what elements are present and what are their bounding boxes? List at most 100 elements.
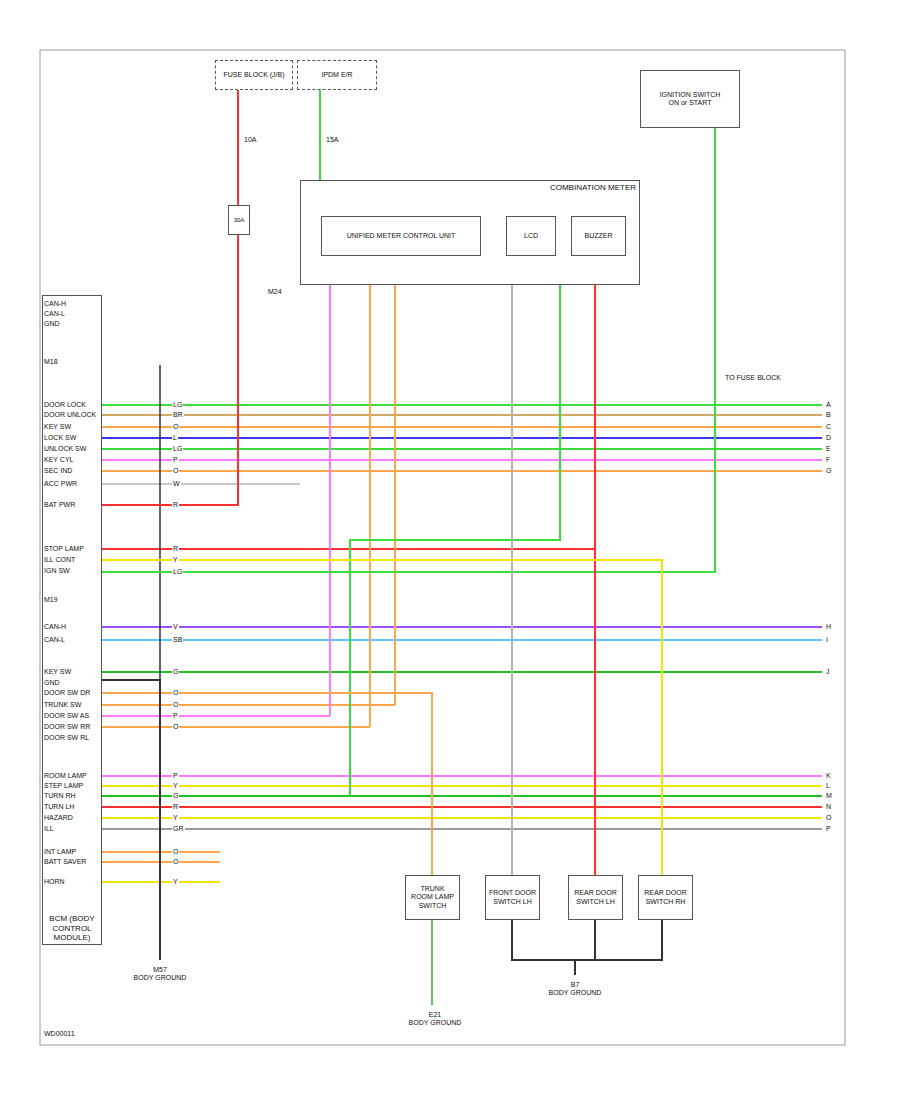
connector-letter: O <box>826 814 838 822</box>
ignition-switch: IGNITION SWITCHON or START <box>640 70 740 128</box>
note: M24 <box>268 288 296 296</box>
pin-name: CAN-L <box>44 636 100 644</box>
connector-letter: C <box>826 423 838 431</box>
wire-color: V <box>172 623 179 631</box>
wire <box>102 483 300 485</box>
pin-name: INT LAMP <box>44 848 100 856</box>
pin-name: STEP LAMP <box>44 782 100 790</box>
pin-name: ILL CONT <box>44 556 100 564</box>
wire-color: P <box>172 456 179 464</box>
wire <box>102 817 822 819</box>
connector-letter: I <box>826 636 838 644</box>
wire <box>575 920 595 975</box>
pin-name: KEY SW <box>44 668 100 676</box>
wire <box>102 639 822 641</box>
connector-letter: J <box>826 668 838 676</box>
pin-name: DOOR SW AS <box>44 712 100 720</box>
connector-letter: M <box>826 792 838 800</box>
door-switch: TRUNK ROOM LAMP SWITCH <box>405 875 460 920</box>
fuse-block: FUSE BLOCK (J/B) <box>215 60 293 90</box>
wire-color: O <box>172 423 179 431</box>
wire <box>102 828 822 830</box>
pin-name: TURN RH <box>44 792 100 800</box>
wire-color: R <box>172 803 179 811</box>
wire <box>102 626 822 628</box>
wire-color: O <box>172 467 179 475</box>
wire-color: L <box>172 434 178 442</box>
wire-color: R <box>172 545 179 553</box>
pin-name: DOOR SW RL <box>44 734 100 742</box>
node-text: BODY GROUND <box>123 974 197 982</box>
control-module: BCM (BODY CONTROL MODULE) <box>42 295 102 945</box>
node-text: BUZZER <box>575 232 622 240</box>
wire <box>319 90 321 180</box>
ground-point: E21BODY GROUND <box>400 1005 470 1033</box>
connector-letter: K <box>826 772 838 780</box>
wire <box>512 920 575 975</box>
wire <box>102 693 432 875</box>
wire-color: R <box>172 501 179 509</box>
node-text: BCM (BODY CONTROL MODULE) <box>46 914 98 942</box>
node-text: 30A <box>232 217 246 224</box>
wire <box>237 90 239 205</box>
wire-color: P <box>172 712 179 720</box>
door-switch: REAR DOOR SWITCH RH <box>638 875 693 920</box>
pin-name: BAT PWR <box>44 501 100 509</box>
node-text: COMBINATION METER <box>304 183 636 192</box>
pin-name: HORN <box>44 878 100 886</box>
node-text: REAR DOOR SWITCH LH <box>572 889 619 905</box>
connector-letter: A <box>826 401 838 409</box>
pin-name: ILL <box>44 825 100 833</box>
pin-name: DOOR LOCK <box>44 401 100 409</box>
connector-letter: E <box>826 445 838 453</box>
wire <box>102 795 822 797</box>
door-switch: REAR DOOR SWITCH LH <box>568 875 623 920</box>
wire <box>350 285 560 796</box>
pin-name: UNLOCK SW <box>44 445 100 453</box>
wire <box>159 365 161 680</box>
connector-letter: G <box>826 467 838 475</box>
note: 15A <box>326 136 350 144</box>
wire <box>102 560 662 875</box>
fusible-link: 30A <box>228 205 250 235</box>
pin-name: DOOR UNLOCK <box>44 411 100 419</box>
wire <box>431 920 433 1005</box>
node-text: LCD <box>510 232 552 240</box>
wire <box>511 285 513 875</box>
node-text: IPDM E/R <box>301 71 373 79</box>
wire <box>102 715 330 717</box>
ground-point: M57BODY GROUND <box>120 960 200 988</box>
wire <box>102 128 715 572</box>
pin-name: TURN LH <box>44 803 100 811</box>
wire-color: P <box>172 772 179 780</box>
wire-color: O <box>172 848 179 856</box>
node-text: FRONT DOOR SWITCH LH <box>489 889 536 905</box>
wire <box>394 285 396 705</box>
wire <box>102 680 160 960</box>
door-switch: FRONT DOOR SWITCH LH <box>485 875 540 920</box>
wire <box>575 920 662 975</box>
wire-color: LG <box>172 445 183 453</box>
pin-name: DOOR SW RR <box>44 723 100 731</box>
pin-name: DOOR SW DR <box>44 689 100 697</box>
display-unit: LCD <box>506 216 556 256</box>
connector-letter: N <box>826 803 838 811</box>
wire-color: O <box>172 723 179 731</box>
meter-housing: COMBINATION METERUNIFIED METER CONTROL U… <box>300 180 640 285</box>
pin-name: IGN SW <box>44 567 100 575</box>
pin-name: STOP LAMP <box>44 545 100 553</box>
node-text: B7 <box>543 981 607 989</box>
wire-color: Y <box>172 782 179 790</box>
wire-color: Y <box>172 814 179 822</box>
wire-color: W <box>172 480 181 488</box>
wire <box>102 726 370 728</box>
pin-name: TRUNK SW <box>44 701 100 709</box>
connector-letter: D <box>826 434 838 442</box>
connector-letter: F <box>826 456 838 464</box>
wire-color: O <box>172 701 179 709</box>
pin-name: GND <box>44 679 100 687</box>
connector-letter: B <box>826 411 838 419</box>
wire-color: LG <box>172 401 183 409</box>
